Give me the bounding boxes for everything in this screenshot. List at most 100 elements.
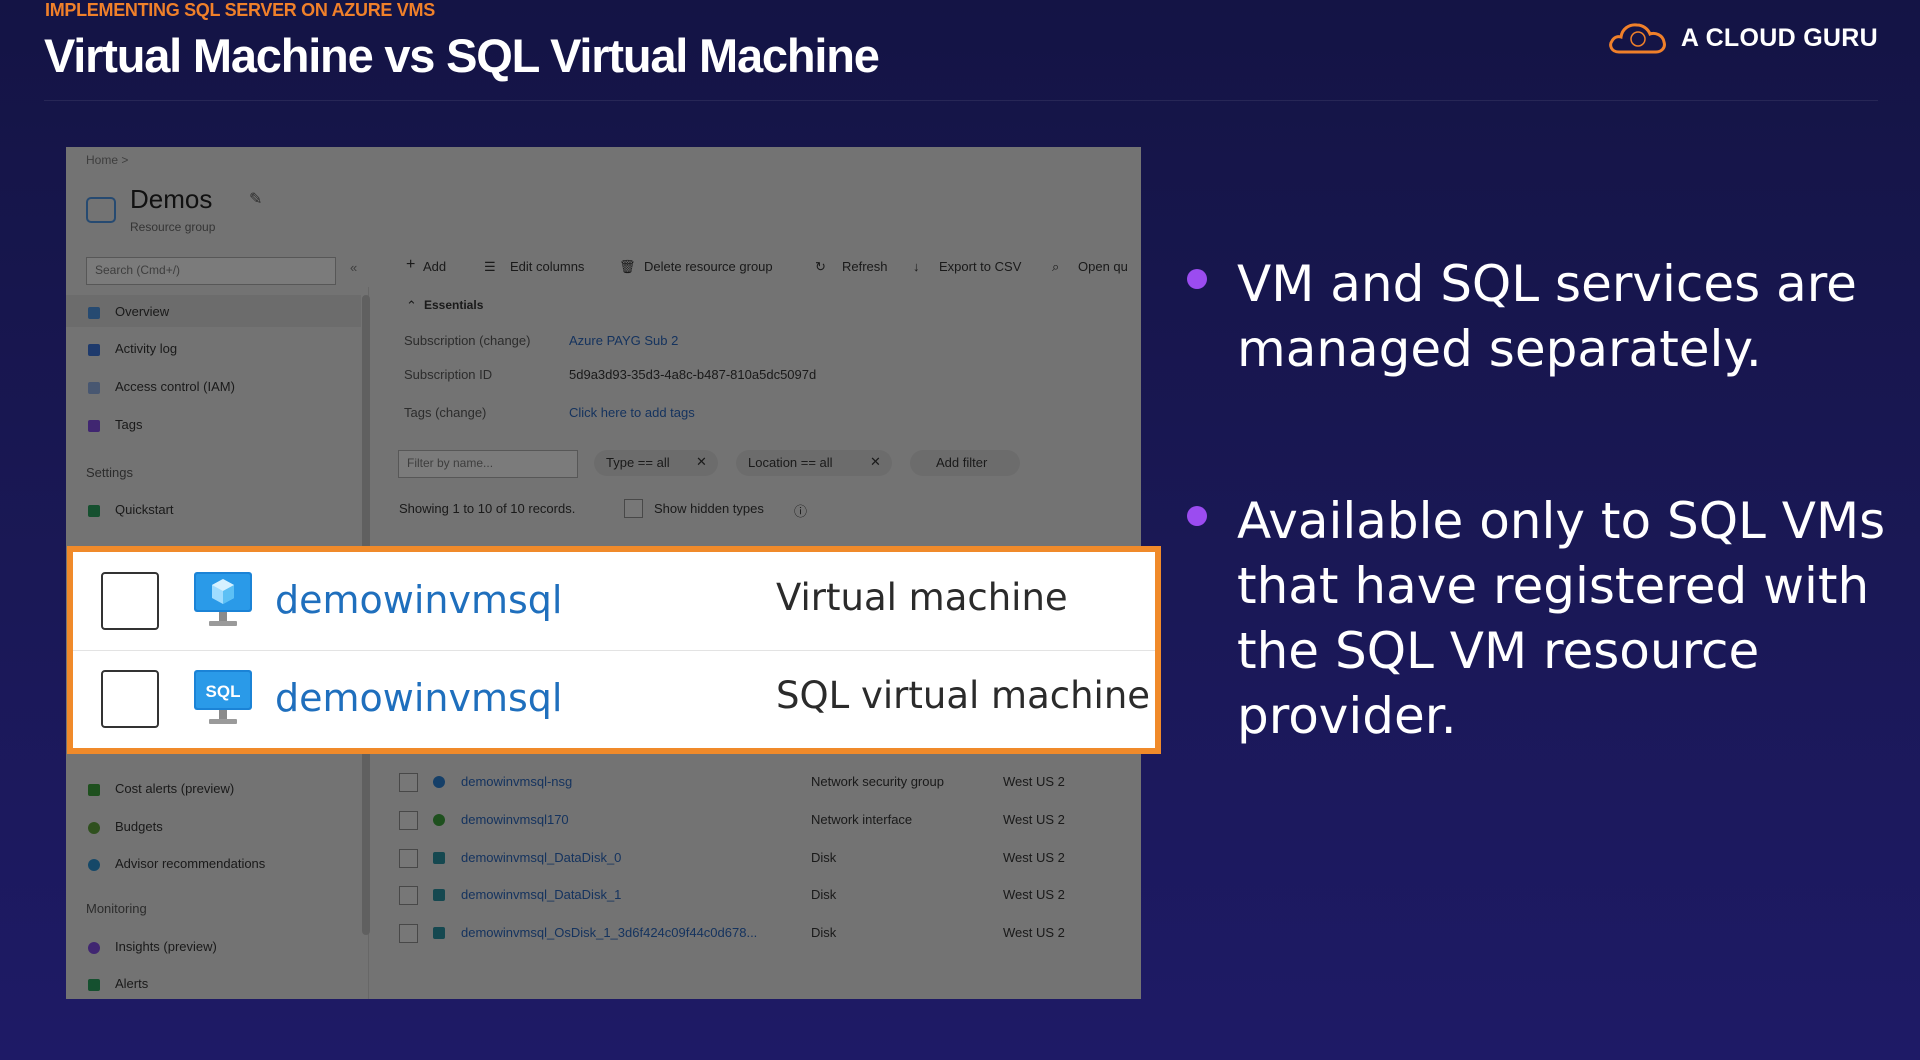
advisor-icon: [88, 859, 100, 871]
sidebar-item-activity-log[interactable]: Activity log: [115, 341, 178, 356]
alerts-icon: [88, 979, 100, 991]
header-divider: [44, 100, 1878, 101]
resource-location: West US 2: [1003, 887, 1065, 902]
nic-icon: [433, 814, 445, 826]
sql-vm-resource-type: SQL virtual machine: [776, 674, 1151, 717]
resource-type: Disk: [811, 887, 837, 902]
disk-icon: [433, 927, 445, 939]
resource-group-name: Demos: [130, 184, 213, 214]
overview-icon: [88, 307, 100, 319]
toolbar-edit-columns[interactable]: Edit columns: [510, 259, 585, 274]
iam-icon: [88, 382, 100, 394]
resource-type: Disk: [811, 925, 837, 940]
subscription-label: Subscription (change): [404, 333, 531, 348]
subscription-id-label: Subscription ID: [404, 367, 493, 382]
slide-title: Virtual Machine vs SQL Virtual Machine: [44, 29, 880, 82]
toolbar-add[interactable]: Add: [423, 259, 447, 274]
show-hidden-checkbox[interactable]: [624, 499, 643, 518]
resource-type: Network security group: [811, 774, 944, 789]
resource-name-link[interactable]: demowinvmsql170: [461, 812, 569, 827]
resource-location: West US 2: [1003, 850, 1065, 865]
bullet-list: VM and SQL services are managed separate…: [1187, 252, 1887, 749]
sidebar-item-alerts[interactable]: Alerts: [115, 976, 149, 991]
essentials-chevron-icon[interactable]: ⌃: [406, 298, 417, 313]
activity-log-icon: [88, 344, 100, 356]
disk-icon: [433, 889, 445, 901]
highlight-callout: demowinvmsql Virtual machine SQL demowin…: [67, 546, 1161, 754]
bullet-item: VM and SQL services are managed separate…: [1187, 252, 1887, 382]
add-filter-pill[interactable]: Add filter: [910, 450, 1020, 476]
disk-icon: [433, 852, 445, 864]
sidebar-item-insights[interactable]: Insights (preview): [115, 939, 217, 954]
insights-icon: [88, 942, 100, 954]
row-checkbox[interactable]: [399, 811, 418, 830]
resource-name-link[interactable]: demowinvmsql_DataDisk_1: [461, 887, 622, 902]
bullet-text: VM and SQL services are managed separate…: [1237, 255, 1857, 378]
info-icon: ⓘ: [794, 504, 808, 519]
sidebar-search-input[interactable]: Search (Cmd+/): [86, 257, 336, 285]
essentials-heading: Essentials: [424, 298, 484, 312]
vm-resource-type: Virtual machine: [776, 576, 1068, 619]
location-filter-pill[interactable]: Location == all ✕: [736, 450, 892, 476]
bullet-item: Available only to SQL VMs that have regi…: [1187, 489, 1887, 749]
row-checkbox[interactable]: [101, 572, 159, 630]
sidebar-item-tags[interactable]: Tags: [115, 417, 143, 432]
show-hidden-label: Show hidden types: [654, 501, 764, 516]
breadcrumb[interactable]: Home >: [86, 153, 129, 167]
tags-link[interactable]: Click here to add tags: [569, 405, 695, 420]
sidebar-item-budgets[interactable]: Budgets: [115, 819, 163, 834]
sql-vm-resource-link[interactable]: demowinvmsql: [275, 676, 563, 720]
add-icon: +: [406, 256, 416, 273]
monitoring-heading: Monitoring: [86, 901, 147, 916]
sql-vm-icon: SQL: [192, 668, 254, 733]
row-checkbox[interactable]: [399, 849, 418, 868]
pin-icon[interactable]: ✎: [249, 191, 263, 208]
tags-icon: [88, 420, 100, 432]
sql-icon-label: SQL: [206, 682, 241, 701]
brand-logo: A CLOUD GURU: [1607, 18, 1878, 58]
row-checkbox[interactable]: [101, 670, 159, 728]
subscription-link[interactable]: Azure PAYG Sub 2: [569, 333, 679, 348]
export-icon: ↓: [913, 259, 920, 274]
toolbar-delete-group[interactable]: Delete resource group: [644, 259, 773, 274]
budgets-icon: [88, 822, 100, 834]
resource-name-link[interactable]: demowinvmsql-nsg: [461, 774, 573, 789]
resource-location: West US 2: [1003, 812, 1065, 827]
sidebar-active-highlight: [66, 295, 361, 327]
table-row[interactable]: SQL demowinvmsql SQL virtual machine: [73, 650, 1155, 748]
sidebar-item-cost-alerts[interactable]: Cost alerts (preview): [115, 781, 235, 796]
location-filter-close-icon[interactable]: ✕: [870, 454, 881, 469]
query-icon: ⌕: [1052, 259, 1060, 274]
delete-icon: 🗑: [619, 259, 636, 274]
bullet-text: Available only to SQL VMs that have regi…: [1237, 492, 1886, 745]
sidebar-item-overview[interactable]: Overview: [115, 304, 170, 319]
records-count: Showing 1 to 10 of 10 records.: [399, 501, 576, 516]
vm-resource-link[interactable]: demowinvmsql: [275, 578, 563, 622]
table-row[interactable]: demowinvmsql Virtual machine: [73, 552, 1155, 651]
collapse-icon[interactable]: «: [350, 260, 358, 275]
cost-alerts-icon: [88, 784, 100, 796]
quickstart-icon: [88, 505, 100, 517]
row-checkbox[interactable]: [399, 886, 418, 905]
bullet-dot-icon: [1187, 506, 1207, 526]
settings-heading: Settings: [86, 465, 133, 480]
sidebar-item-iam[interactable]: Access control (IAM): [115, 379, 235, 394]
row-checkbox[interactable]: [399, 773, 418, 792]
toolbar-refresh[interactable]: Refresh: [842, 259, 888, 274]
bullet-dot-icon: [1187, 269, 1207, 289]
sidebar-item-quickstart[interactable]: Quickstart: [115, 502, 174, 517]
sidebar-item-advisor[interactable]: Advisor recommendations: [115, 856, 266, 871]
filter-name-input[interactable]: Filter by name...: [398, 450, 578, 478]
resource-name-link[interactable]: demowinvmsql_DataDisk_0: [461, 850, 622, 865]
logo-text: A CLOUD GURU: [1680, 23, 1878, 52]
tags-label: Tags (change): [404, 405, 487, 420]
toolbar-export-csv[interactable]: Export to CSV: [939, 259, 1022, 274]
type-filter-pill[interactable]: Type == all ✕: [594, 450, 718, 476]
resource-location: West US 2: [1003, 774, 1065, 789]
course-title: IMPLEMENTING SQL SERVER ON AZURE VMS: [45, 0, 435, 20]
virtual-machine-icon: [192, 570, 254, 635]
row-checkbox[interactable]: [399, 924, 418, 943]
resource-name-link[interactable]: demowinvmsql_OsDisk_1_3d6f424c09f44c0d67…: [461, 925, 758, 940]
toolbar-open-query[interactable]: Open qu: [1078, 259, 1128, 274]
type-filter-close-icon[interactable]: ✕: [696, 454, 707, 469]
